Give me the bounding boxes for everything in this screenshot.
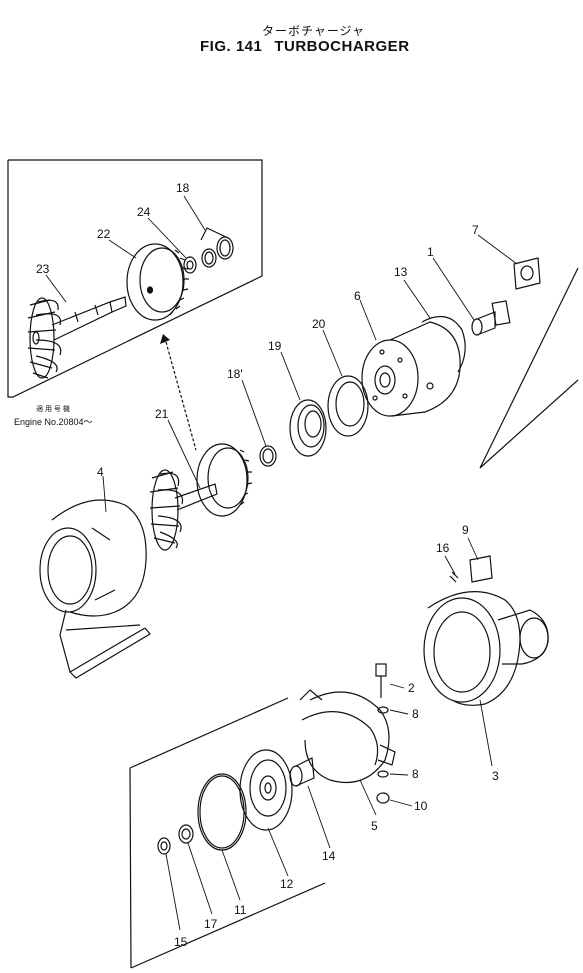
callout-24: 24: [137, 205, 151, 219]
title-japanese: ターボチャージャ: [262, 24, 366, 38]
callout-16: 16: [436, 541, 450, 555]
part-4-turbine-housing: [39, 499, 151, 679]
engine-applicability-note: 適 用 号 機 Engine No.20804～: [14, 404, 93, 428]
callout-17: 17: [204, 917, 218, 931]
part-24-nut-inset: [183, 256, 197, 274]
part-16-bolt: [449, 571, 459, 583]
callout-9: 9: [462, 523, 469, 537]
callout-15: 15: [174, 935, 188, 949]
part-2-bolt: [375, 663, 387, 698]
part-11-o-ring: [197, 773, 247, 851]
part-18-rings-inset: [201, 236, 234, 268]
part-21-shaft-arrow: [160, 334, 197, 451]
part-9-gasket: [469, 555, 493, 583]
part-15-washer: [157, 837, 171, 855]
part-12-backplate: [239, 749, 293, 831]
part-10-nut: [376, 792, 390, 804]
part-7-gasket: [513, 257, 541, 290]
part-22-compressor-wheel-inset: [126, 243, 189, 321]
engine-serial-number: Engine No.20804～: [14, 417, 93, 427]
callout-3: 3: [492, 769, 499, 783]
callout-21: 21: [155, 407, 169, 421]
figure-name: TURBOCHARGER: [274, 38, 410, 55]
leader-lines: [45, 195, 518, 931]
engine-note-japanese: 適 用 号 機: [36, 406, 70, 413]
callout-19: 19: [268, 339, 282, 353]
part-1-oil-pipe: [471, 300, 511, 336]
part-5-clamp: [299, 689, 396, 784]
callout-6: 6: [354, 289, 361, 303]
figure-number: FIG. 141: [200, 38, 263, 55]
part-21-turbine-rotor: [149, 443, 253, 551]
part-3-compressor-housing: [423, 591, 549, 706]
callout-2: 2: [408, 681, 415, 695]
callout-4: 4: [97, 465, 104, 479]
part-8-washers: [377, 706, 389, 778]
callout-5: 5: [371, 819, 378, 833]
callout-14: 14: [322, 849, 336, 863]
part-13-snap-ring: [421, 315, 466, 373]
part-18-bracket: [200, 227, 229, 241]
part-17-bearing: [178, 824, 194, 844]
group-boundary-lines: [129, 267, 579, 969]
callout-10: 10: [414, 799, 428, 813]
callout-labels: 1 2 3 4 5 6 7 8 8 9 10 11 12 13 14 15 16…: [36, 181, 499, 949]
figure-title: FIG. 141 TURBOCHARGER: [200, 38, 410, 55]
callout-7: 7: [472, 223, 479, 237]
part-18-prime-ring: [259, 445, 277, 467]
callout-23: 23: [36, 262, 50, 276]
callout-11: 11: [234, 903, 247, 917]
part-6-center-housing: [361, 321, 461, 417]
callout-8-lower: 8: [412, 767, 419, 781]
inset-box-frame: [7, 159, 263, 398]
callout-18: 18: [176, 181, 190, 195]
part-23-turbine-wheel-inset: [27, 296, 127, 379]
callout-8-upper: 8: [412, 707, 419, 721]
part-14-pipe: [289, 757, 315, 787]
part-20-ring: [327, 375, 369, 437]
callout-20: 20: [312, 317, 326, 331]
callout-13: 13: [394, 265, 408, 279]
callout-1: 1: [427, 245, 434, 259]
callout-12: 12: [280, 877, 294, 891]
callout-22: 22: [97, 227, 111, 241]
callout-18-prime: 18': [227, 367, 243, 381]
part-19-seal-plate: [289, 399, 327, 457]
